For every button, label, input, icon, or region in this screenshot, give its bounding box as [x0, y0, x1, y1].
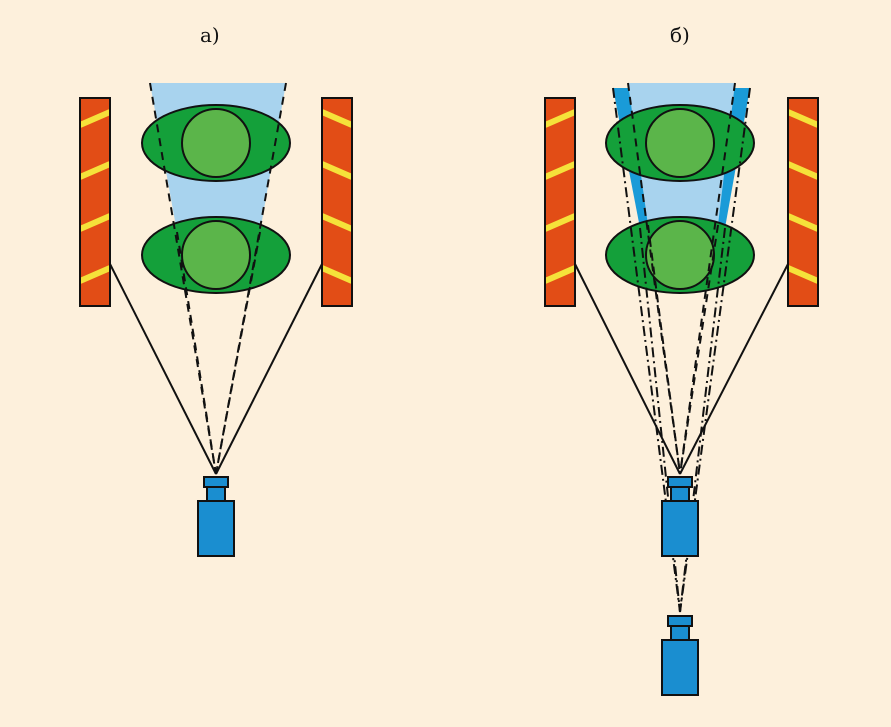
panel-b-dashed-rays — [627, 82, 736, 475]
panel-a-right-wall — [321, 97, 353, 307]
panel-a-top-object — [141, 104, 291, 182]
panel-b-top-object — [605, 104, 755, 182]
panel-a: а) — [79, 23, 353, 557]
panel-a-label: а) — [200, 23, 220, 47]
panel-b-right-wall — [787, 97, 819, 307]
panel-b-solid-rays — [574, 263, 789, 475]
panel-b: б) — [544, 23, 819, 696]
panel-a-solid-rays — [109, 263, 323, 475]
panel-b-left-wall — [544, 97, 576, 307]
panel-a-left-wall — [79, 97, 111, 307]
panel-b-bottom-object — [605, 216, 755, 294]
panel-a-bottom-object — [141, 216, 291, 294]
panel-a-camera-icon — [197, 476, 235, 557]
panel-a-dashed-rays — [149, 82, 287, 475]
panel-b-label: б) — [670, 23, 690, 47]
panel-b-lower-camera-icon — [661, 615, 699, 696]
panel-b-upper-camera-icon — [661, 476, 699, 557]
